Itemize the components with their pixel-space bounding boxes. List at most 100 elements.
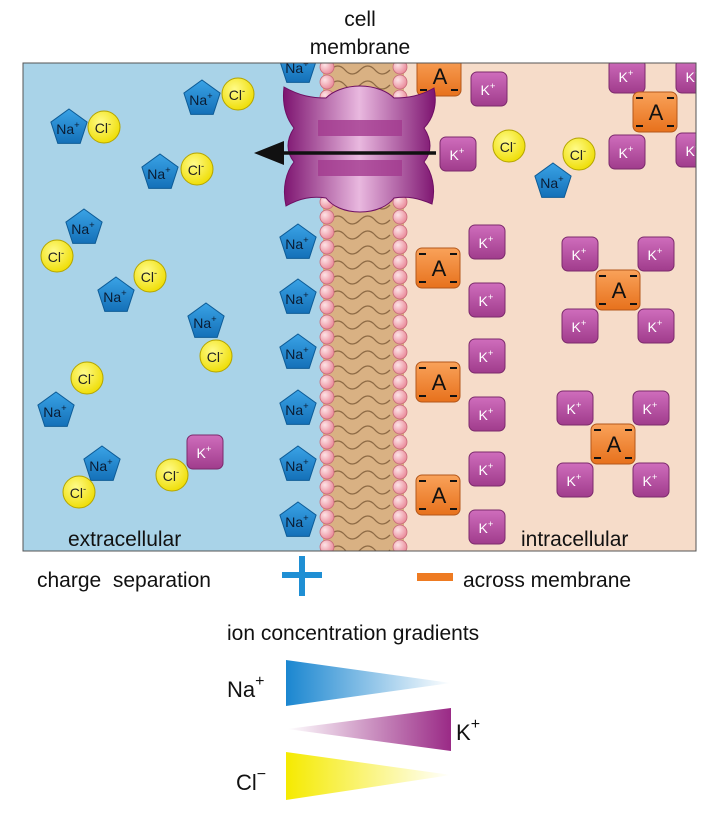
ion-symbol: Na+ [43, 403, 67, 420]
potassium-ion: K+ [675, 132, 701, 168]
lipid-head [319, 539, 335, 551]
lipid-head [392, 539, 408, 551]
lipid-head [319, 314, 335, 330]
lipid-tail [329, 545, 361, 551]
membrane-title-line1: cell [344, 8, 376, 31]
sodium-ion: Na+ [279, 333, 317, 369]
lipid-tail [329, 215, 361, 225]
potassium-ion: K+ [470, 71, 508, 107]
ion-symbol: Cl- [78, 370, 94, 387]
lipid-tail [329, 380, 361, 390]
sodium-ion: Na+ [279, 445, 317, 481]
potassium-ion: K+ [468, 282, 506, 318]
anion: A [415, 474, 461, 516]
svg-text:A: A [432, 256, 447, 281]
lipid-head [319, 299, 335, 315]
ion-symbol: Na+ [540, 174, 564, 191]
sodium-ion: Na+ [279, 278, 317, 314]
ion-symbol: K+ [572, 318, 587, 335]
lipid-head [392, 494, 408, 510]
ion-symbol: K+ [643, 400, 658, 417]
lipid-head [319, 374, 335, 390]
lipid-tail [359, 440, 391, 450]
ion-symbol: K+ [686, 142, 701, 159]
potassium-ion: K+ [561, 236, 599, 272]
ion-symbol: Na+ [285, 513, 309, 530]
lipid-head [319, 404, 335, 420]
ion-symbol: Na+ [147, 165, 171, 182]
lipid-head [319, 524, 335, 540]
lipid-tail [329, 350, 361, 360]
ion-symbol: K+ [197, 444, 212, 461]
lipid-tail [359, 80, 391, 90]
ion-symbol: Cl- [70, 484, 86, 501]
lipid-head [392, 239, 408, 255]
potassium-ion: K+ [186, 434, 224, 470]
lipid-head [392, 74, 408, 90]
lipid-tail [359, 305, 391, 315]
lipid-head [319, 359, 335, 375]
lipid-tail [359, 455, 391, 465]
ion-symbol: Cl- [188, 161, 204, 178]
sodium-ion: Na+ [141, 153, 179, 189]
lipid-head [319, 254, 335, 270]
ion-symbol: K+ [648, 246, 663, 263]
ion-symbol: Na+ [285, 235, 309, 252]
ion-symbol: K+ [479, 461, 494, 478]
lipid-head [392, 224, 408, 240]
lipid-head [319, 239, 335, 255]
lipid-tail [329, 515, 361, 525]
sodium-ion: Na+ [279, 501, 317, 537]
lipid-head [319, 224, 335, 240]
potassium-ion: K+ [608, 134, 646, 170]
lipid-tail [329, 290, 361, 300]
anion: A [595, 269, 641, 311]
lipid-head [392, 449, 408, 465]
ion-symbol: K+ [479, 292, 494, 309]
ion-symbol: Cl- [500, 138, 516, 155]
lipid-head [319, 74, 335, 90]
lipid-tail [359, 290, 391, 300]
ion-symbol: Na+ [89, 457, 113, 474]
ion-symbol: Na+ [285, 345, 309, 362]
sodium-ion: Na+ [187, 302, 225, 338]
ion-symbol: Cl- [95, 119, 111, 136]
anion: A [590, 423, 636, 465]
lipid-tail [359, 410, 391, 420]
across-membrane-label: across membrane [463, 569, 631, 592]
ion-symbol: K+ [648, 318, 663, 335]
svg-text:A: A [433, 64, 448, 89]
lipid-tail [359, 395, 391, 405]
lipid-tail [359, 545, 391, 551]
lipid-head [319, 63, 335, 75]
chloride-ion: Cl- [155, 458, 189, 492]
sodium-ion: Na+ [279, 63, 317, 83]
sodium-ion: Na+ [97, 276, 135, 312]
lipid-tail [329, 245, 361, 255]
chloride-ion: Cl- [40, 239, 74, 273]
anion: A [415, 247, 461, 289]
lipid-tail [359, 320, 391, 330]
chloride-ion: Cl- [133, 259, 167, 293]
chloride-ion: Cl- [199, 339, 233, 373]
lipid-head [392, 63, 408, 75]
lipid-head [319, 449, 335, 465]
sodium-ion: Na+ [279, 223, 317, 259]
chloride-gradient-wedge [286, 752, 451, 800]
ion-flux-arrow [254, 141, 436, 165]
ion-symbol: K+ [686, 68, 701, 85]
sodium-ion: Na+ [50, 108, 88, 144]
potassium-ion: K+ [439, 136, 477, 172]
chloride-ion: Cl- [562, 137, 596, 171]
lipid-head [392, 359, 408, 375]
ion-symbol: Cl- [141, 268, 157, 285]
potassium-ion: K+ [561, 308, 599, 344]
potassium-ion: K+ [468, 451, 506, 487]
potassium-ion: K+ [468, 509, 506, 545]
lipid-tail [359, 515, 391, 525]
sodium-ion: Na+ [65, 208, 103, 244]
lipid-head [392, 389, 408, 405]
lipid-head [392, 404, 408, 420]
ion-symbol: K+ [567, 472, 582, 489]
